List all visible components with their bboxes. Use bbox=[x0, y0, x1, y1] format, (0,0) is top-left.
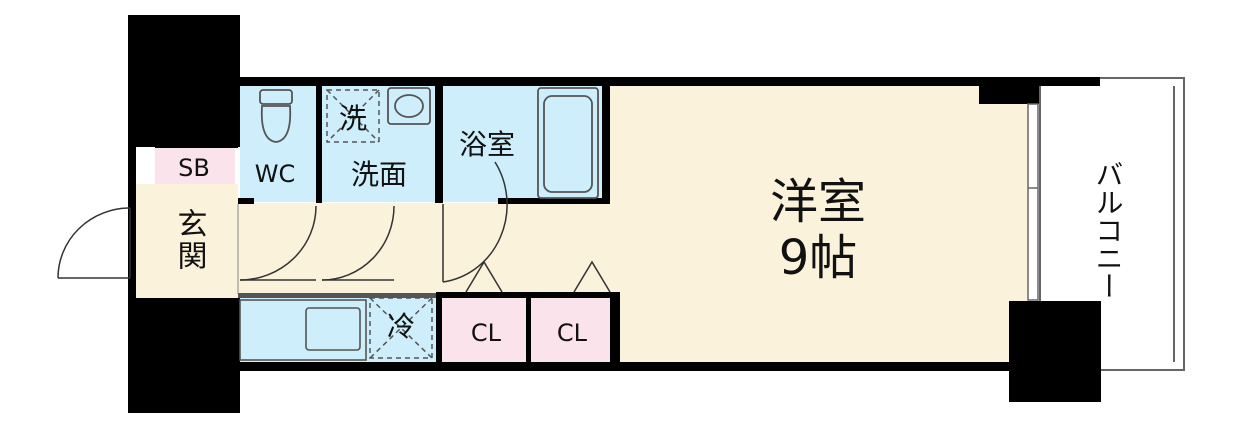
wall-closet-mid bbox=[526, 292, 531, 364]
label-western-room: 洋室 bbox=[770, 174, 866, 230]
sink-icon bbox=[387, 87, 431, 125]
bathroom-floor bbox=[442, 84, 602, 202]
column-bottom-left bbox=[128, 298, 240, 413]
column-top-right bbox=[979, 77, 1039, 104]
wall-bottom bbox=[238, 362, 1010, 371]
entrance-floor bbox=[136, 184, 238, 298]
entrance-door-icon bbox=[57, 207, 131, 279]
washer-icon bbox=[326, 89, 380, 143]
label-fridge: 冷 bbox=[387, 310, 415, 343]
closet-2-door-icon bbox=[573, 260, 611, 293]
wall-kitchen-top bbox=[238, 293, 436, 298]
wall-sb-top bbox=[155, 145, 238, 148]
toilet-icon bbox=[259, 89, 293, 143]
balcony-window bbox=[1027, 103, 1039, 301]
wall-closet-right bbox=[610, 292, 620, 364]
label-washer: 洗 bbox=[339, 102, 367, 135]
label-wc: WC bbox=[255, 160, 296, 188]
closet-1-door-icon bbox=[465, 260, 503, 293]
wall-entrance-left bbox=[128, 147, 136, 298]
label-washroom: 洗面 bbox=[351, 158, 407, 191]
fridge-icon bbox=[369, 297, 433, 359]
closet-1-floor bbox=[442, 298, 526, 364]
label-bathroom: 浴室 bbox=[459, 128, 515, 161]
label-closet-2: CL bbox=[557, 319, 588, 347]
shoe-box-floor bbox=[155, 147, 235, 184]
closet-2-floor bbox=[530, 298, 610, 364]
washroom-door-icon bbox=[321, 205, 395, 281]
corridor-floor bbox=[238, 203, 620, 295]
wc-door-icon bbox=[239, 205, 317, 281]
wall-wetarea-bottom-1 bbox=[238, 198, 254, 204]
kitchen-counter-icon bbox=[239, 299, 367, 361]
label-shoe-box: SB bbox=[178, 154, 210, 182]
wall-bath-bottom bbox=[498, 198, 610, 204]
wall-washroom-bath bbox=[435, 84, 443, 203]
bathroom-door-icon bbox=[442, 161, 508, 283]
column-bottom-right bbox=[1009, 301, 1101, 402]
wall-kitchen-right bbox=[436, 293, 442, 365]
western-room-floor bbox=[602, 84, 1032, 366]
label-western-room-size: 9帖 bbox=[779, 230, 858, 286]
wall-top bbox=[238, 77, 1100, 86]
column-top-left bbox=[128, 15, 240, 147]
wall-wc-washroom bbox=[316, 84, 322, 203]
label-closet-1: CL bbox=[471, 319, 502, 347]
label-entrance: 玄関 bbox=[172, 208, 207, 272]
balcony-outline bbox=[1039, 77, 1185, 371]
bathtub-icon bbox=[537, 87, 599, 199]
wall-bath-room bbox=[602, 84, 610, 204]
label-balcony: バルコニー bbox=[1092, 160, 1125, 300]
